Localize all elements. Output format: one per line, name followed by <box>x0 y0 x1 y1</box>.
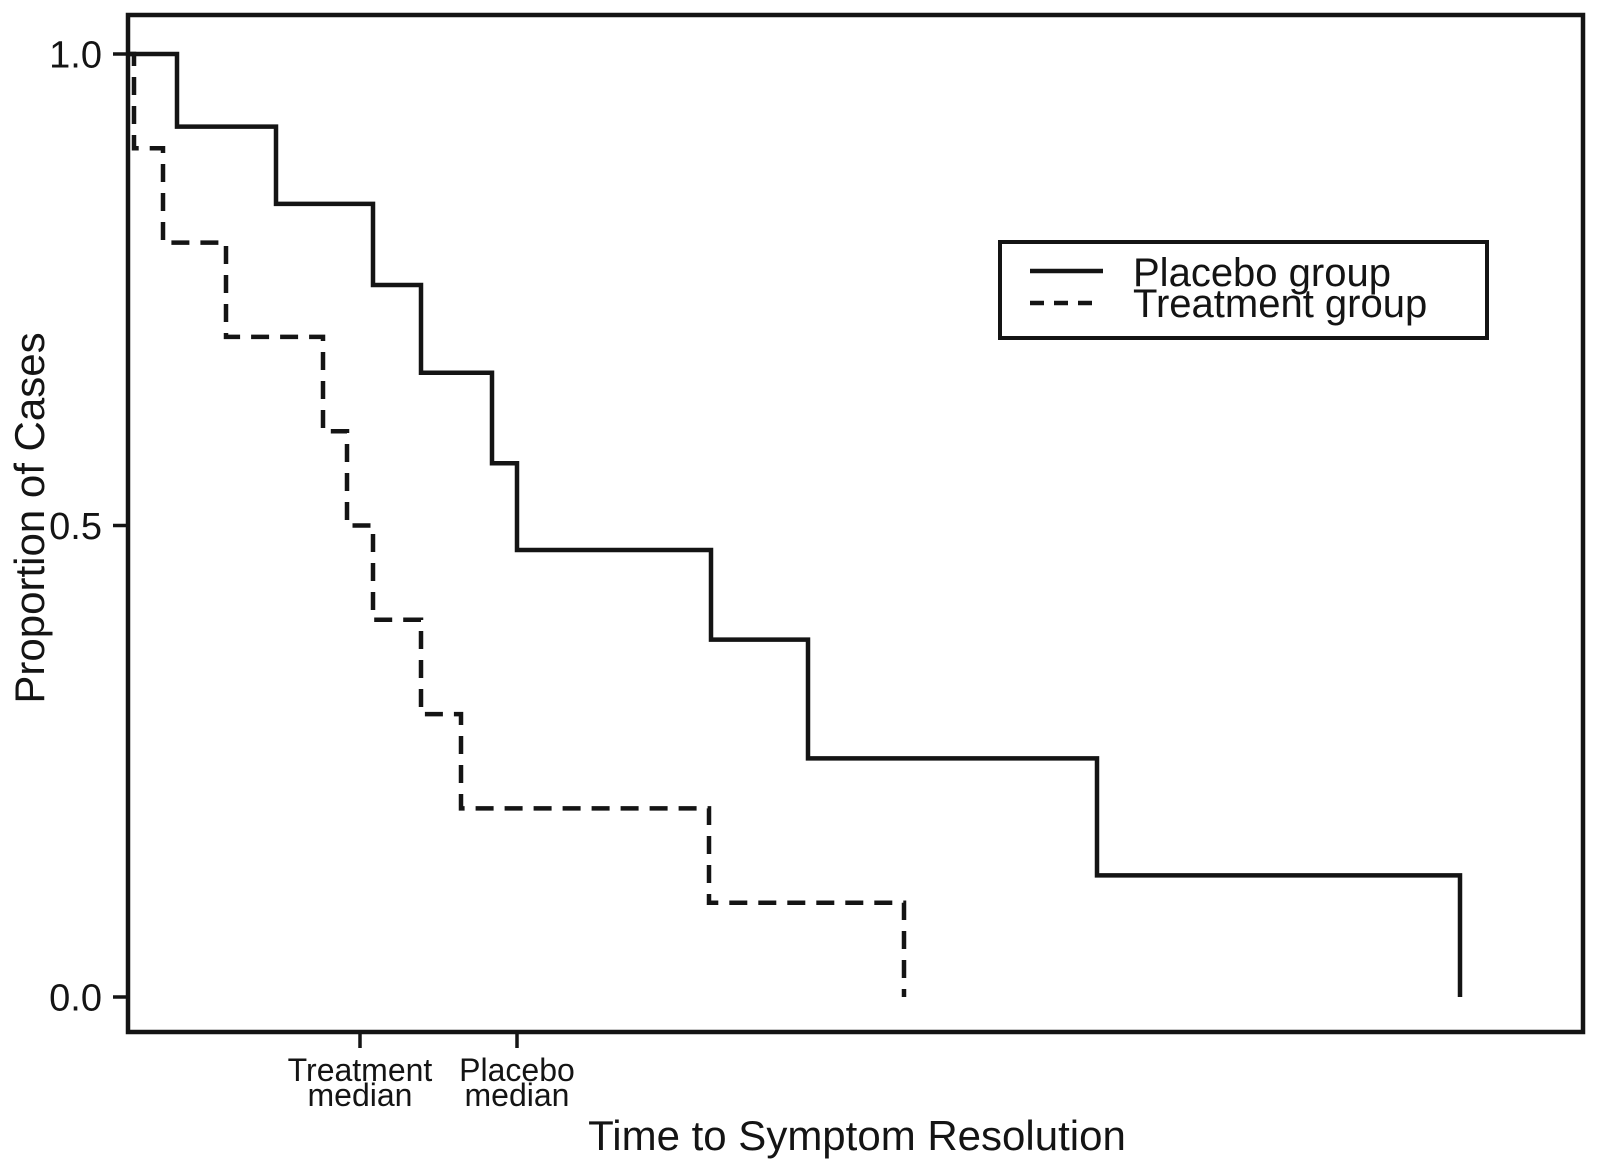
y-axis-title: Proportion of Cases <box>6 332 53 703</box>
legend-label-treatment: Treatment group <box>1133 282 1427 326</box>
treatment-survival-curve <box>128 51 907 997</box>
y-tick-label: 0.5 <box>49 506 102 548</box>
x-annotation-label: Treatment <box>288 1052 433 1088</box>
y-tick-label: 1.0 <box>49 35 102 77</box>
x-annotation-label: Placebo <box>459 1052 575 1088</box>
placebo-survival-curve <box>128 51 1463 997</box>
legend-box <box>998 240 1489 340</box>
x-axis-title: Time to Symptom Resolution <box>588 1112 1126 1159</box>
y-tick-label: 0.0 <box>49 978 102 1020</box>
plot-border <box>125 12 1586 1035</box>
legend-label-placebo: Placebo group <box>1133 251 1391 295</box>
x-annotation-label: median <box>465 1077 570 1113</box>
legend: Placebo group Treatment group <box>998 240 1489 340</box>
x-annotation-label: median <box>308 1077 413 1113</box>
y-axis-ticks: 1.0 0.5 0.0 <box>49 35 129 1020</box>
